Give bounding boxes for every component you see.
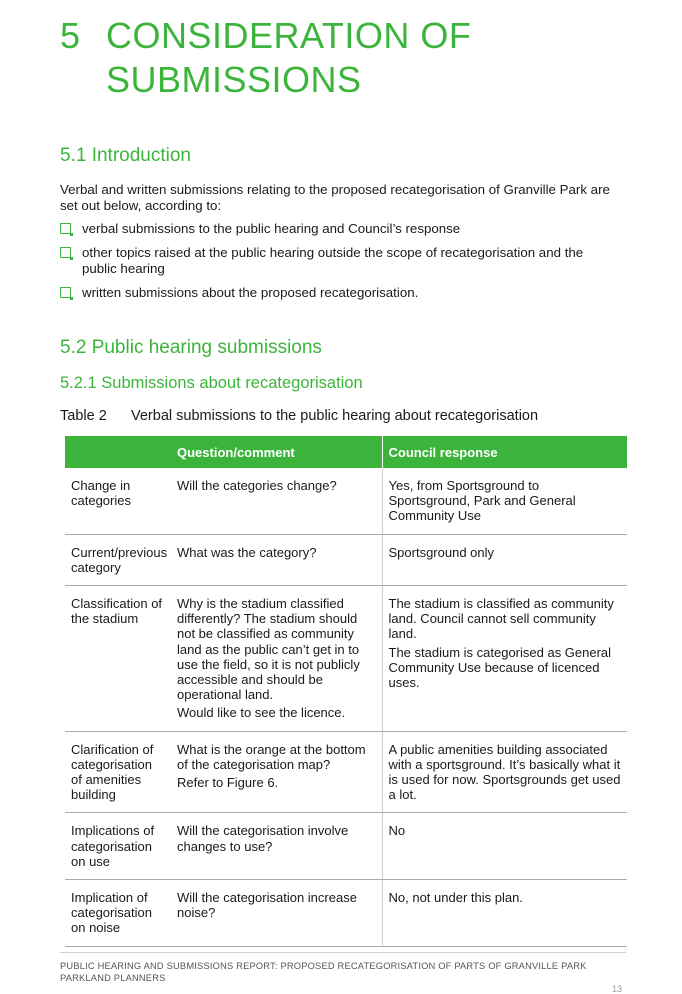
question-text: What is the orange at the bottom of the … [177,741,366,772]
intro-paragraph: Verbal and written submissions relating … [60,182,610,213]
chapter-title-line2: SUBMISSIONS [106,59,362,100]
row-topic: Classification of the stadium [65,585,171,732]
bullet-text: written submissions about the proposed r… [82,285,419,300]
row-topic: Clarification of categorisation of ameni… [65,731,171,814]
table-header-row: Question/comment Council response [65,436,627,468]
list-item: other topics raised at the public hearin… [60,245,620,277]
row-topic: Current/previous category [65,534,171,587]
chapter-number: 5 [60,15,81,56]
row-question: Will the categories change? [171,468,382,535]
question-text: Will the categorisation increase noise? [177,890,357,921]
chapter-title-line1: CONSIDERATION OF [106,15,472,56]
page-footer: PUBLIC HEARING AND SUBMISSIONS REPORT: P… [60,960,587,984]
subsection-heading-recategorisation: 5.2.1 Submissions about recategorisation [60,374,363,392]
footer-divider [60,952,626,953]
row-question: Will the categorisation involve changes … [171,812,382,881]
footer-author: PARKLAND PLANNERS [60,973,166,983]
response-text: The stadium is categorised as General Co… [388,644,612,691]
question-text: Why is the stadium classified differentl… [177,596,360,703]
row-question: Why is the stadium classified differentl… [171,585,382,732]
table-caption-text: Verbal submissions to the public hearing… [131,408,539,424]
header-response: Council response [381,436,627,468]
checkbox-bullet-icon [60,287,73,300]
table-row: Change in categories Will the categories… [65,468,627,535]
intro-bullet-list: verbal submissions to the public hearing… [60,221,620,309]
table-row: Implications of categorisation on use Wi… [65,812,627,881]
chapter-heading: 5 CONSIDERATION OF SUBMISSIONS [60,14,471,100]
table-row: Implication of categorisation on noise W… [65,879,627,947]
question-text: What was the category? [177,544,317,560]
row-topic: Implication of categorisation on noise [65,879,171,947]
question-text: Refer to Figure 6. [177,775,279,791]
section-heading-public-hearing: 5.2 Public hearing submissions [60,337,322,358]
list-item: verbal submissions to the public hearing… [60,221,620,237]
question-text: Would like to see the licence. [177,705,346,721]
bullet-text: other topics raised at the public hearin… [82,245,584,276]
table-caption-label: Table 2 [60,408,107,424]
table-row: Clarification of categorisation of ameni… [65,731,627,814]
response-text: A public amenities building associated w… [388,741,621,803]
table-row: Current/previous category What was the c… [65,534,627,587]
question-text: Will the categories change? [177,478,337,493]
header-question: Question/comment [171,436,382,468]
table-caption: Table 2 Verbal submissions to the public … [60,408,538,424]
response-text: Sportsground only [388,544,495,560]
submissions-table: Question/comment Council response Change… [65,436,627,947]
table-row: Classification of the stadium Why is the… [65,585,627,732]
row-question: What is the orange at the bottom of the … [171,731,382,814]
row-question: What was the category? [171,534,382,587]
row-topic: Change in categories [65,468,171,535]
row-response: No, not under this plan. [381,879,627,947]
footer-report-title: PUBLIC HEARING AND SUBMISSIONS REPORT: P… [60,961,587,971]
response-text: The stadium is classified as community l… [388,596,614,642]
row-response: No [381,812,627,881]
question-text: Will the categorisation involve changes … [177,823,349,854]
header-topic [65,436,171,468]
row-topic: Implications of categorisation on use [65,812,171,881]
checkbox-bullet-icon [60,247,73,260]
response-text: Yes, from Sportsground to Sportsground, … [388,478,576,524]
row-question: Will the categorisation increase noise? [171,879,382,947]
response-text: No, not under this plan. [388,890,523,906]
row-response: The stadium is classified as community l… [381,585,627,732]
row-response: Yes, from Sportsground to Sportsground, … [381,468,627,535]
response-text: No [388,823,406,839]
bullet-text: verbal submissions to the public hearing… [82,221,461,236]
checkbox-bullet-icon [60,223,73,236]
list-item: written submissions about the proposed r… [60,285,620,301]
page-number: 13 [612,984,623,994]
row-response: Sportsground only [381,534,627,587]
row-response: A public amenities building associated w… [381,731,627,814]
section-heading-introduction: 5.1 Introduction [60,145,191,166]
